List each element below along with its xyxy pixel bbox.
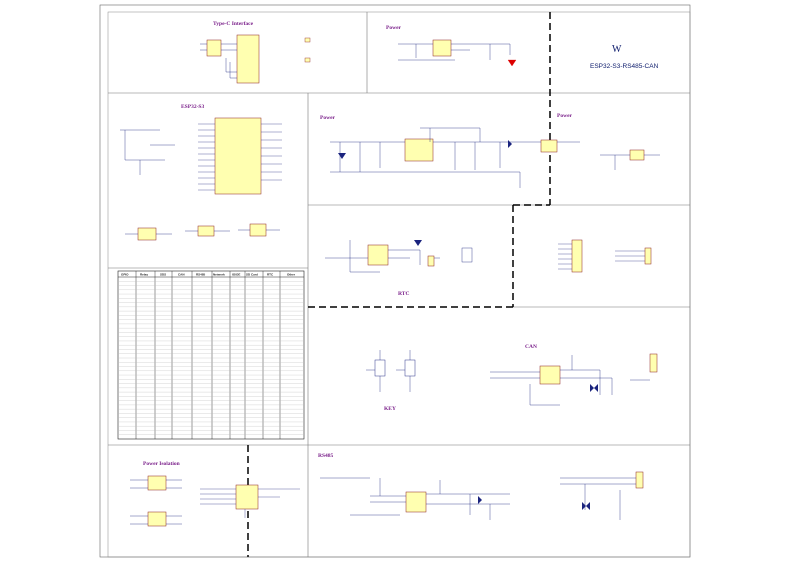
rtc-battery <box>427 255 435 267</box>
gpio-col-gpio: GPIO <box>121 273 129 277</box>
brand-block: W ESP32-S3-RS485-CAN <box>590 44 659 70</box>
gpio-col-sdcard: SD Card <box>246 273 258 277</box>
rtc-section: RTC <box>325 240 473 297</box>
rs485-terminal <box>635 471 644 489</box>
gpio-col-ioe: IO/OE <box>232 273 240 277</box>
power-top-section: Power <box>386 25 517 67</box>
pin-header <box>571 239 583 273</box>
esp32-section: ESP32-S3 <box>120 104 282 241</box>
power-isolation-title: Power Isolation <box>143 461 180 467</box>
rs485-tvs-1 <box>478 496 482 504</box>
power-mid-right-title: Power <box>557 113 573 119</box>
zone-grid <box>108 12 690 557</box>
esp32-boot-circuit <box>120 129 175 175</box>
gpio-col-relay: Relay <box>140 273 148 277</box>
power-mid-section: Power Power <box>320 113 660 188</box>
board-name: ESP32-S3-RS485-CAN <box>590 63 659 70</box>
typec-wires <box>200 43 237 79</box>
can-terminal <box>649 353 658 373</box>
tvs-diode <box>338 153 346 159</box>
buck-converter <box>404 138 434 162</box>
esp32-module <box>214 117 262 195</box>
key-title: KEY <box>384 406 396 412</box>
can-title: CAN <box>525 344 537 350</box>
power-isolation-section: Power Isolation <box>130 461 300 527</box>
gpio-headers: GPIO Relay SDS CAN RS485 Network IO/OE S… <box>121 273 296 277</box>
can-wires <box>490 355 650 406</box>
schottky-diode <box>508 140 512 148</box>
key-button-1 <box>374 359 386 377</box>
gpio-col-network: Network <box>213 273 225 277</box>
power-out-ic <box>629 149 645 161</box>
can-section: CAN <box>490 344 658 406</box>
rtc-title: RTC <box>398 291 409 297</box>
rs485-title: RS485 <box>318 453 334 459</box>
ldo-regulator <box>540 139 558 153</box>
rtc-wires <box>325 240 440 273</box>
digital-isolator <box>235 484 259 510</box>
power-mid-wires <box>330 127 580 188</box>
rs485-wires <box>320 477 510 520</box>
typec-title: Type-C Interface <box>213 21 254 27</box>
can-transceiver <box>539 365 561 385</box>
power-top-regulator <box>432 39 452 57</box>
isolator-wires <box>200 488 300 518</box>
power-mid-left-title: Power <box>320 115 336 121</box>
iso-wires <box>130 479 182 525</box>
power-top-led <box>507 59 517 67</box>
inner-frame <box>107 11 691 558</box>
rtc-led <box>414 240 422 246</box>
power-out-wires <box>600 154 660 170</box>
pin-header-wires <box>558 243 645 270</box>
gpio-table-frame <box>117 270 305 440</box>
typec-connector <box>236 34 260 84</box>
typec-cap-2 <box>304 57 311 63</box>
rs485-out-wires <box>560 477 636 520</box>
key-section: KEY <box>366 350 416 412</box>
power-top-wires <box>398 43 511 61</box>
typec-section: Type-C Interface <box>200 21 311 84</box>
esp32-aux-wires <box>125 229 280 235</box>
esp32-aux-ic-1 <box>137 227 157 241</box>
gpio-column-lines <box>135 271 281 439</box>
esp32-aux-ic-2 <box>197 225 215 237</box>
gpio-col-rtc: RTC <box>267 273 274 277</box>
iso-dcdc-2 <box>147 511 167 527</box>
key-button-2 <box>404 359 416 377</box>
gpio-row-lines <box>118 281 304 435</box>
power-top-title: Power <box>386 25 402 31</box>
gpio-col-can: CAN <box>178 273 185 277</box>
key-wires <box>366 350 411 392</box>
can-tvs <box>590 384 598 392</box>
gpio-table: GPIO Relay SDS CAN RS485 Network IO/OE S… <box>117 270 305 440</box>
gpio-col-sds: SDS <box>160 273 166 277</box>
typec-esd <box>206 39 222 57</box>
outer-frame <box>99 4 691 558</box>
rs485-tvs-2 <box>582 502 590 510</box>
dashed-separators <box>247 12 551 557</box>
gpio-col-other: Other <box>287 273 296 277</box>
iso-dcdc-1 <box>147 475 167 491</box>
header-section <box>558 239 652 273</box>
rtc-chip <box>367 244 389 266</box>
brand-logo: W <box>612 44 622 55</box>
esp32-title: ESP32-S3 <box>181 104 204 110</box>
rs485-section: RS485 <box>318 453 644 520</box>
rs485-transceiver <box>405 491 427 513</box>
pin-header-2 <box>644 247 652 265</box>
typec-cap-1 <box>304 37 311 43</box>
esp32-pin-lines <box>198 123 282 191</box>
rtc-crystal <box>461 247 473 263</box>
esp32-aux-ic-3 <box>249 223 267 237</box>
gpio-col-rs485: RS485 <box>196 273 206 277</box>
